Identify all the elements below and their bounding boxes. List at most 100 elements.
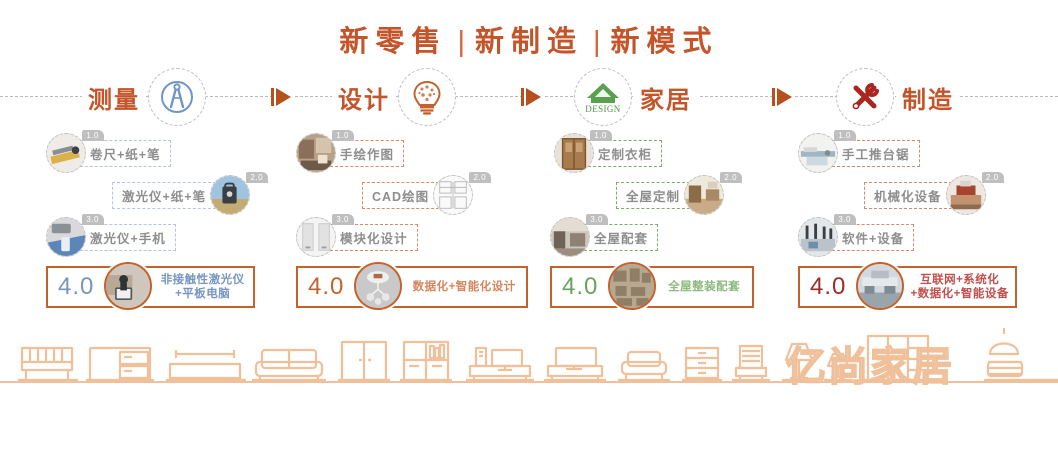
stage-row: 1.0 手工推台锯: [798, 130, 1048, 174]
stage-row: 1.0 手绘作图: [296, 130, 546, 174]
arrow-3-icon: [772, 88, 794, 106]
version-tag: 1.0: [332, 130, 354, 141]
stage-label: 卷尺+纸+笔: [80, 139, 171, 167]
title-separator-1: |: [457, 26, 465, 58]
desk-silhouette: [86, 346, 154, 382]
stage-row: 1.0 卷尺+纸+笔: [46, 130, 296, 174]
column-measure: 测量 1.0 卷尺+纸+笔: [46, 66, 296, 316]
lightbulb-icon: [398, 68, 456, 126]
stage-label: 手工推台锯: [832, 139, 920, 167]
stage-final-box: 4.0 全屋整装配套: [550, 262, 754, 310]
tall-wardrobe-silhouette: [864, 334, 932, 382]
furniture-silhouette-band: [0, 322, 1058, 394]
version-tag: 2.0: [246, 172, 269, 183]
armchair-silhouette: [618, 350, 670, 382]
brand-name: 亿尚家居: [785, 344, 954, 390]
tv-stand-silhouette: [544, 346, 606, 382]
cnc-software-photo: 3.0: [798, 214, 856, 257]
dresser-silhouette: [682, 346, 722, 382]
full-room-photo: 3.0: [550, 214, 608, 257]
stage-final-box: 4.0 互联网+系统化 +数据化+智能设备: [798, 262, 1017, 310]
room-interior-photo: 2.0: [684, 172, 743, 215]
version-tag: 1.0: [82, 130, 104, 141]
house-design-icon: DESIGN: [574, 68, 632, 126]
column-measure-title: 测量: [82, 79, 146, 115]
stage-label: 全屋定制: [616, 181, 691, 209]
column-design: 设计: [296, 66, 546, 316]
crib-silhouette: [18, 346, 78, 382]
column-design-title: 设计: [332, 79, 396, 115]
version-tag: 1.0: [590, 130, 612, 141]
stage-row: 3.0 模块化设计: [296, 214, 546, 258]
version-tag: 2.0: [720, 172, 743, 183]
stage-final-box: 4.0 非接触性激光仪 +平板电脑: [46, 262, 255, 310]
column-manufacture-header: 制造: [798, 66, 1048, 128]
module-cabinet-photo: 3.0: [296, 214, 354, 257]
computer-desk-silhouette: [466, 346, 534, 382]
column-measure-stages: 1.0 卷尺+纸+笔 2.0 激光仪+纸+笔 3.0: [46, 130, 296, 258]
tools-icon: [836, 68, 894, 126]
version-tag: 3.0: [586, 214, 608, 225]
stage-label: 模块化设计: [330, 223, 418, 251]
title-separator-2: |: [593, 26, 601, 58]
laser-device-photo: 2.0: [210, 172, 269, 215]
sofa-silhouette: [252, 348, 326, 382]
stage-label: 软件+设备: [832, 223, 915, 251]
final-version-number: 4.0: [308, 273, 345, 300]
arrow-2-icon: [521, 88, 543, 106]
column-measure-header: 测量: [46, 66, 296, 128]
stage-row: 1.0 定制衣柜: [550, 130, 800, 174]
hand-drawing-photo: 1.0: [296, 130, 354, 173]
stage-label: 激光仪+手机: [80, 223, 176, 251]
stage-final-box: 4.0 数据化+智能化设计: [296, 262, 528, 310]
tablet-measure-photo: [104, 262, 153, 310]
cloud-data-photo: [354, 262, 403, 310]
compass-icon: [148, 68, 206, 126]
stage-row: 3.0 全屋配套: [550, 214, 800, 258]
title-part-3: 新模式: [610, 26, 719, 58]
stage-label: 机械化设备: [864, 181, 952, 209]
chair-silhouette: [732, 344, 770, 382]
smart-factory-photo: [856, 262, 905, 310]
version-tag: 3.0: [834, 214, 856, 225]
column-manufacture: 制造 1.0 手工推台锯 2.0 机械化: [798, 66, 1048, 316]
column-design-header: 设计: [296, 66, 546, 128]
stage-label: 全屋配套: [584, 223, 659, 251]
final-label: 全屋整装配套: [668, 281, 741, 293]
final-label: 非接触性激光仪 +平板电脑: [160, 274, 245, 300]
machine-equipment-photo: 2.0: [945, 172, 1004, 215]
final-version-number: 4.0: [562, 273, 599, 300]
stage-label: CAD绘图: [362, 181, 440, 209]
arrow-1-icon: [271, 88, 293, 106]
stage-row: 2.0 CAD绘图: [296, 172, 546, 216]
cad-blueprint-photo: 2.0: [433, 172, 492, 215]
whole-house-photo: [608, 262, 657, 310]
bookshelf-silhouette: [400, 340, 452, 382]
column-manufacture-stages: 1.0 手工推台锯 2.0 机械化设备 3.0: [798, 130, 1048, 258]
final-label: 互联网+系统化 +数据化+智能设备: [910, 274, 1009, 300]
column-home-title: 家居: [634, 79, 698, 115]
title-part-1: 新零售: [339, 26, 448, 58]
tape-measure-photo: 1.0: [46, 130, 104, 173]
column-home: DESIGN 家居 1.0 定制衣柜: [550, 66, 800, 316]
stage-label: 手绘作图: [330, 139, 405, 167]
wardrobe-silhouette: [338, 340, 390, 382]
version-tag: 2.0: [469, 172, 492, 183]
final-version-number: 4.0: [810, 273, 847, 300]
stage-label: 激光仪+纸+笔: [112, 181, 217, 209]
stage-row: 3.0 激光仪+手机: [46, 214, 296, 258]
stage-row: 3.0 软件+设备: [798, 214, 1048, 258]
stage-row: 2.0 激光仪+纸+笔: [46, 172, 296, 216]
column-home-stages: 1.0 定制衣柜 2.0 全屋定制 3.0: [550, 130, 800, 258]
version-tag: 3.0: [82, 214, 104, 225]
laser-phone-photo: 3.0: [46, 214, 104, 257]
version-tag: 1.0: [834, 130, 856, 141]
stage-label: 定制衣柜: [588, 139, 663, 167]
bed-silhouette: [166, 350, 246, 382]
final-version-number: 4.0: [58, 273, 95, 300]
stage-row: 2.0 全屋定制: [550, 172, 800, 216]
floor-lamp-silhouette: [782, 342, 816, 382]
stage-row: 2.0 机械化设备: [798, 172, 1048, 216]
column-design-stages: 1.0 手绘作图 2.0 CAD绘图 3.0: [296, 130, 546, 258]
